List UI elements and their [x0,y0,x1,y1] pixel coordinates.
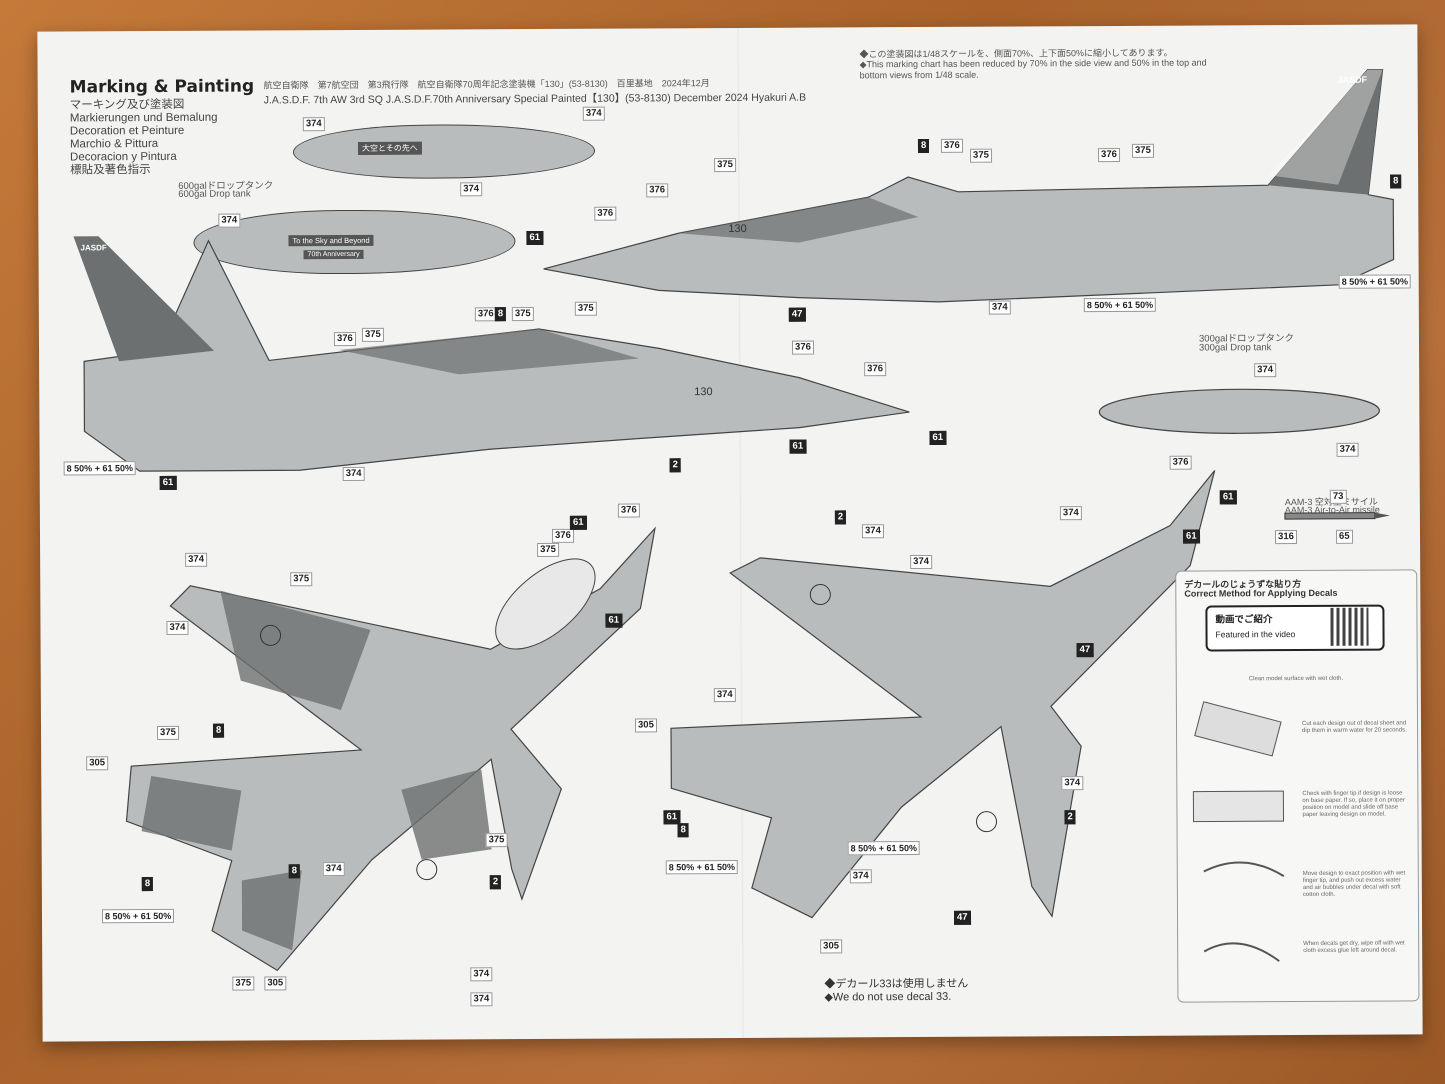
aircraft-drawings [73,68,1395,972]
callout-375: 375 [714,157,736,173]
callout-376: 376 [333,331,356,347]
callout-61: 61 [569,515,587,530]
callout-374: 374 [1336,442,1359,457]
callout-50: 2 [669,458,681,473]
callout-374: 374 [1059,506,1082,521]
decal-instructions-box: デカールのじょうずな貼り方 Correct Method for Applyin… [1175,569,1420,1003]
howto-illustrations [1192,701,1285,962]
callout-375: 375 [361,327,384,342]
howto-title-en: Correct Method for Applying Decals [1184,587,1338,599]
callout-61: 61 [1182,529,1200,544]
callout-376: 376 [791,340,814,355]
callout-305: 305 [634,718,657,733]
nose-number-upper: 130 [728,222,747,236]
howto-step-4: Move design to exact position with wet f… [1302,870,1406,899]
callout-61: 61 [526,230,544,246]
instruction-sheet: Marking & Painting マーキング及び塗装図 Markierung… [37,24,1423,1042]
howto-step-3: Check with finger tip if design is loose… [1302,790,1405,819]
nose-number-lower: 130 [694,386,713,399]
callout-61: 61 [159,475,177,490]
callout-8: 8 [494,307,507,322]
callout-376: 376 [1097,147,1120,163]
callout-376: 376 [646,183,669,198]
howto-step-5: When decals get dry, wipe off with wet c… [1303,940,1405,955]
callout-73: 73 [1329,489,1347,504]
callout-61: 61 [1219,490,1237,505]
callout-376: 376 [940,138,963,153]
callout-8: 8 [212,723,225,738]
callout-mix: 8 50% + 61 50% [63,461,137,476]
callout-8: 8 [288,864,301,879]
callout-374: 374 [470,992,493,1007]
callout-374: 374 [460,182,483,197]
callout-8: 8 [917,138,930,154]
callout-375: 375 [574,301,597,316]
callout-374: 374 [582,106,605,121]
callout-mix: 8 50% + 61 50% [1083,297,1157,313]
callout-8: 8 [1390,174,1402,189]
callout-376: 376 [1169,455,1192,470]
callout-61: 61 [663,810,681,825]
callout-374: 374 [861,524,884,539]
callout-305: 305 [820,939,843,954]
callout-47: 47 [1076,643,1094,658]
video-label-jp: 動画でご紹介 [1215,614,1273,626]
callout-mix: 8 50% + 61 50% [1338,274,1412,289]
callout-375: 375 [157,725,179,741]
callout-374: 374 [342,466,365,482]
callout-61: 61 [929,430,947,445]
callout-mix: 8 50% + 61 50% [101,908,175,924]
tail-code-lower: JASDF [80,243,107,253]
callout-374: 374 [713,687,736,703]
callout-376: 376 [617,503,640,518]
callout-61: 61 [605,613,623,628]
callout-8: 8 [677,823,689,838]
callout-2: 2 [834,510,847,525]
callout-374: 374 [218,213,241,228]
callout-2: 2 [1064,810,1076,825]
callout-316: 316 [1274,530,1297,545]
qr-code[interactable] [1330,607,1369,646]
callout-2: 2 [489,875,502,890]
callout-374: 374 [470,967,493,982]
callout-374: 374 [910,554,933,570]
callout-305: 305 [86,756,109,771]
howto-step-2: Cut each design out of decal sheet and d… [1301,720,1407,735]
callout-375: 375 [537,542,559,558]
tail-code-upper: JASDF [1337,74,1368,85]
callout-374: 374 [988,300,1011,315]
callout-305: 305 [264,976,287,991]
callout-375: 375 [485,833,508,848]
callout-376: 376 [864,362,887,377]
callout-47: 47 [788,307,806,322]
callout-374: 374 [302,117,325,132]
callout-375: 375 [511,307,534,322]
callout-376: 376 [474,307,497,322]
decal-note-en: ◆We do not use decal 33. [824,990,952,1004]
video-label-en: Featured in the video [1215,629,1296,640]
aam3-label-en: AAM-3 Air-to-Air missile [1284,504,1380,516]
callout-375: 375 [290,572,313,587]
callout-65: 65 [1335,529,1353,544]
callout-374: 374 [849,869,872,884]
callout-376: 376 [594,206,617,221]
tank300-label-en: 300gal Drop tank [1199,342,1272,354]
callout-375: 375 [969,148,992,163]
callout-mix: 8 50% + 61 50% [665,859,739,875]
callout-8: 8 [141,877,154,892]
callout-61: 61 [789,439,807,454]
callout-374: 374 [322,862,345,877]
howto-step-1: Clean model surface with wet cloth. [1248,675,1344,683]
callout-374: 374 [1061,776,1084,791]
callout-374: 374 [185,552,208,567]
callout-374: 374 [1254,363,1277,378]
callout-374: 374 [166,620,189,635]
callout-375: 375 [232,976,255,991]
callout-47: 47 [953,910,971,925]
callout-376: 376 [551,528,574,543]
callout-375: 375 [1131,143,1154,158]
callout-mix: 8 50% + 61 50% [847,841,921,856]
